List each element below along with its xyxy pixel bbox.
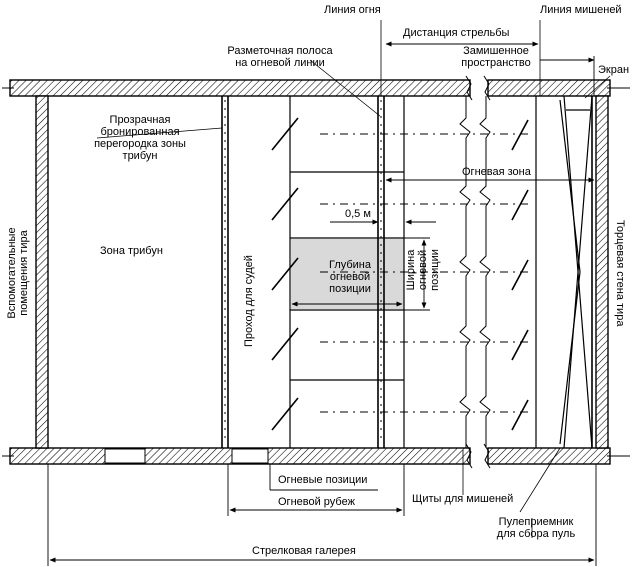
label-firing-zone: Огневая зона — [462, 166, 531, 178]
bullet-trap-line-1: Пулеприемник — [498, 516, 574, 528]
label-firing-line: Линия огня — [324, 4, 381, 16]
label-stands-zone: Зона трибун — [100, 245, 163, 257]
leaders — [96, 59, 611, 538]
top-wall — [2, 75, 630, 101]
label-position-width: Ширина огневой позиции — [405, 240, 441, 300]
enclosed-space-line-1: Замишенное — [463, 45, 529, 57]
bullet-trap-line-2: для сбора пуль — [496, 528, 576, 540]
marking-strip-line-2: на огневой линии — [235, 57, 325, 69]
width-line-1: Ширина — [405, 249, 417, 291]
width-line-3: позиции — [429, 249, 441, 291]
break-lines — [459, 96, 491, 448]
label-gallery: Стрелковая галерея — [252, 545, 356, 557]
label-shooting-distance: Дистанция стрельбы — [403, 27, 510, 39]
partition-line-4: трибун — [122, 150, 158, 162]
partition-line-2: бронированная — [100, 126, 180, 138]
label-aux-rooms: Вспомогательные помещения тира — [6, 208, 30, 338]
width-line-2: огневой — [417, 249, 429, 291]
aux-rooms-line-2: помещения тира — [18, 230, 30, 316]
bottom-wall — [2, 443, 630, 469]
label-position-depth: Глубина огневой позиции — [305, 259, 395, 295]
dim-firing-positions — [269, 464, 378, 491]
label-half-meter: 0,5 м — [345, 208, 371, 220]
depth-line-2: огневой — [329, 271, 371, 283]
dim-width — [404, 237, 430, 311]
stands-partition — [221, 96, 229, 448]
label-screen: Экран — [598, 64, 630, 76]
label-enclosed-space: Замишенное пространство — [456, 45, 536, 69]
label-stands-partition: Прозрачная бронированная перегородка зон… — [80, 114, 200, 162]
aux-rooms-line-1: Вспомогательные — [6, 227, 18, 319]
label-judges-pass: Проход для судей — [243, 255, 255, 347]
firing-position-dividers — [289, 96, 404, 448]
dim-gallery — [47, 464, 597, 566]
bullet-trap — [559, 95, 593, 449]
dim-firing-boundary — [227, 464, 405, 516]
label-target-line: Линия мишеней — [540, 4, 622, 16]
enclosed-space-line-2: пространство — [461, 57, 531, 69]
left-wall — [35, 95, 49, 449]
label-bullet-trap: Пулеприемник для сбора пуль — [486, 516, 586, 540]
shooter-marks — [271, 117, 299, 431]
dim-enclosed-space — [540, 56, 595, 96]
end-wall — [595, 95, 609, 449]
label-end-wall: Торцевая стена тира — [614, 220, 626, 327]
label-firing-positions: Огневые позиции — [278, 474, 368, 486]
firing-position-highlight — [291, 239, 404, 309]
partition-line-3: перегородка зоны — [94, 138, 186, 150]
partition-line-1: Прозрачная — [109, 114, 171, 126]
depth-line-3: позиции — [329, 283, 371, 295]
label-target-shields: Щиты для мишеней — [412, 493, 514, 505]
target-shields — [511, 119, 529, 431]
label-firing-boundary: Огневой рубеж — [278, 496, 355, 508]
target-line — [535, 20, 541, 448]
marking-strip-line-1: Разметочная полоса — [227, 45, 333, 57]
label-marking-strip: Разметочная полоса на огневой линии — [220, 45, 340, 69]
depth-line-1: Глубина — [328, 259, 372, 271]
